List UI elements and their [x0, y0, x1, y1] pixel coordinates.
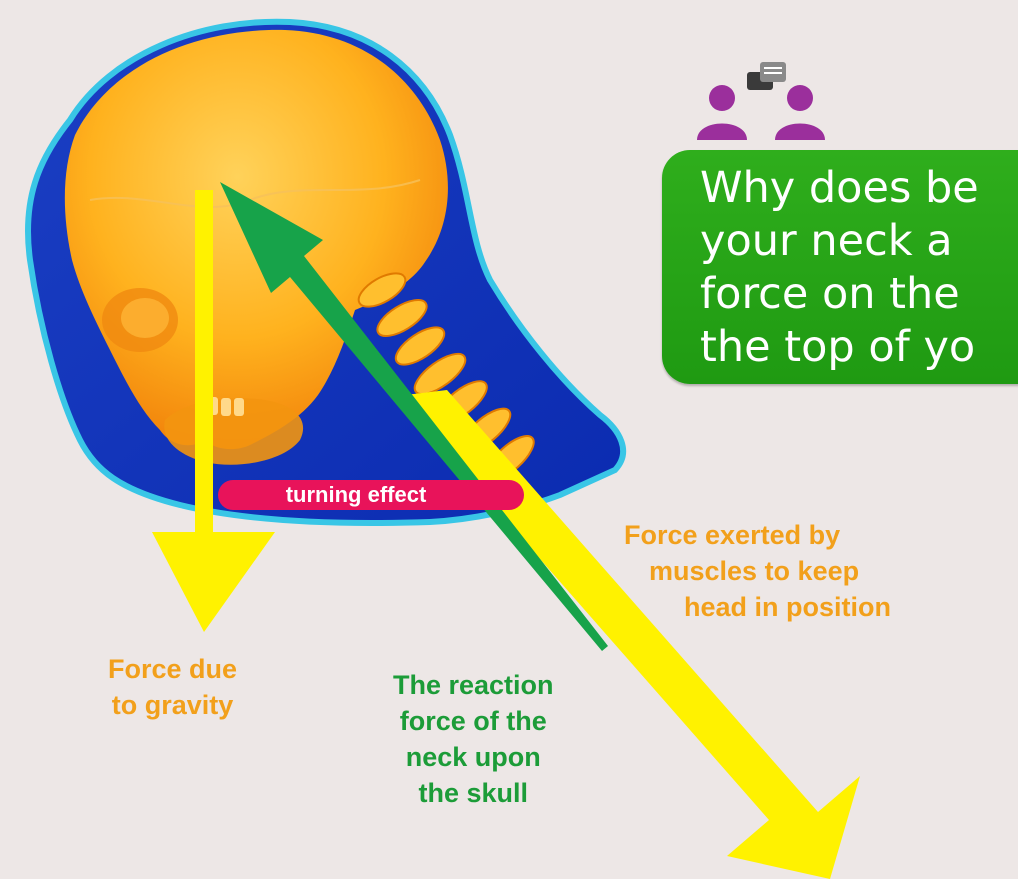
gravity-label-line: Force due [108, 651, 237, 687]
muscle-label-line: Force exerted by [624, 517, 891, 553]
skull-illustration [28, 22, 623, 523]
reaction-label-line: neck upon [393, 739, 554, 775]
callout-line: Why does be [700, 162, 1018, 215]
callout-line: your neck a [700, 215, 1018, 268]
discussion-icon [697, 62, 825, 140]
muscle-label-line: head in position [624, 589, 891, 625]
reaction-label: The reaction force of the neck upon the … [393, 667, 554, 811]
callout-line: the top of yo [700, 321, 1018, 374]
turning-effect-label: turning effect [218, 480, 524, 510]
callout-line: force on the [700, 268, 1018, 321]
reaction-label-line: The reaction [393, 667, 554, 703]
muscle-label-line: muscles to keep [624, 553, 891, 589]
muscle-force-label: Force exerted by muscles to keep head in… [624, 517, 891, 625]
speech-bubble-icon [747, 62, 786, 90]
gravity-label: Force due to gravity [108, 651, 237, 723]
gravity-label-line: to gravity [108, 687, 237, 723]
question-callout: Why does be your neck a force on the the… [662, 150, 1018, 384]
reaction-label-line: the skull [393, 775, 554, 811]
reaction-label-line: force of the [393, 703, 554, 739]
